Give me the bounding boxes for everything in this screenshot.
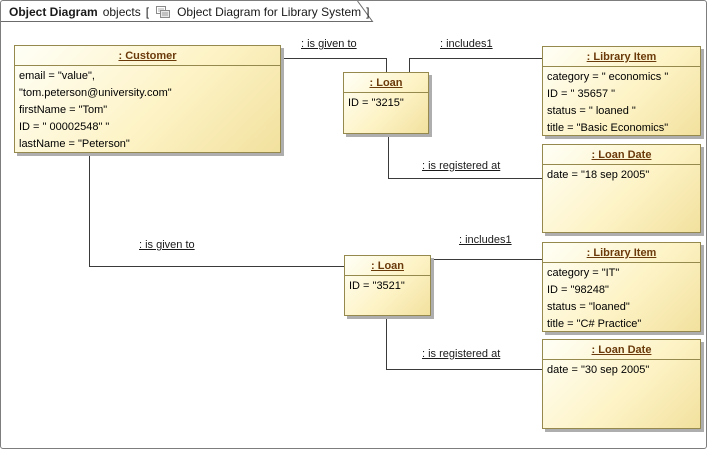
link-label-includes1-2[interactable]: : includes1 — [459, 234, 512, 246]
object-attributes: date = "30 sep 2005" — [543, 360, 700, 381]
object-box-loan-3521[interactable]: : Loan ID = "3521" — [344, 255, 431, 316]
diagram-title: Object Diagram for Library System — [177, 4, 362, 19]
link-label-is-registered-at-2[interactable]: : is registered at — [422, 348, 501, 360]
attribute-line: category = "IT" — [547, 267, 620, 279]
link-label-is-given-to-1[interactable]: : is given to — [301, 38, 357, 50]
attribute-line: ID = "98248" — [547, 284, 609, 296]
object-attributes: date = "18 sep 2005" — [543, 165, 700, 186]
object-attributes: category = " economics " ID = " 35657 " … — [543, 67, 700, 139]
link-line-includes1-1[interactable] — [409, 58, 543, 73]
diagram-icon — [156, 5, 171, 18]
attribute-line: ID = " 00002548" " — [19, 121, 110, 133]
object-box-loan-3215[interactable]: : Loan ID = "3215" — [343, 72, 429, 134]
attribute-line: status = " loaned " — [547, 105, 636, 117]
link-line-is-given-to-1[interactable] — [281, 58, 387, 73]
object-box-library-item-economics[interactable]: : Library Item category = " economics " … — [542, 46, 701, 136]
object-box-loan-date-30-sep[interactable]: : Loan Date date = "30 sep 2005" — [542, 339, 701, 429]
link-line-is-registered-at-2[interactable] — [386, 316, 543, 370]
attribute-line: date = "18 sep 2005" — [547, 169, 650, 181]
object-title: : Loan — [344, 73, 428, 93]
link-line-is-given-to-2[interactable] — [89, 153, 345, 267]
attribute-line: category = " economics " — [547, 71, 669, 83]
link-label-is-registered-at-1[interactable]: : is registered at — [422, 160, 501, 172]
object-box-loan-date-18-sep[interactable]: : Loan Date date = "18 sep 2005" — [542, 144, 701, 233]
object-title: : Library Item — [543, 47, 700, 67]
diagram-header-tab[interactable]: Object Diagram objects [ Object Diagram … — [9, 3, 369, 20]
bracket-close: ] — [366, 4, 370, 19]
link-line-is-registered-at-1[interactable] — [388, 134, 543, 179]
attribute-line: lastName = "Peterson" — [19, 138, 130, 150]
object-box-library-item-it[interactable]: : Library Item category = "IT" ID = "982… — [542, 242, 701, 332]
link-label-is-given-to-2[interactable]: : is given to — [139, 239, 195, 251]
diagram-type-label: Object Diagram — [9, 4, 98, 19]
attribute-line: ID = "3215" — [348, 97, 404, 109]
attribute-line: email = "value", — [19, 70, 95, 82]
bracket-open: [ — [145, 4, 150, 19]
object-attributes: category = "IT" ID = "98248" status = "l… — [543, 263, 700, 335]
header-tab-outline — [1, 1, 374, 22]
attribute-line: firstName = "Tom" — [19, 104, 108, 116]
object-attributes: ID = "3521" — [345, 276, 430, 297]
attribute-line: title = "C# Practice" — [547, 318, 642, 330]
attribute-line: status = "loaned" — [547, 301, 630, 313]
link-label-includes1-1[interactable]: : includes1 — [440, 38, 493, 50]
object-title: : Customer — [15, 46, 280, 66]
attribute-line: ID = " 35657 " — [547, 88, 616, 100]
object-title: : Loan Date — [543, 145, 700, 165]
diagram-context-label: objects — [102, 4, 141, 19]
object-attributes: ID = "3215" — [344, 93, 428, 114]
attribute-line: title = "Basic Economics" — [547, 122, 669, 134]
object-title: : Library Item — [543, 243, 700, 263]
object-attributes: email = "value", "tom.peterson@universit… — [15, 66, 280, 155]
attribute-line: ID = "3521" — [349, 280, 405, 292]
attribute-line: date = "30 sep 2005" — [547, 364, 650, 376]
object-title: : Loan Date — [543, 340, 700, 360]
attribute-line: "tom.peterson@university.com" — [19, 87, 172, 99]
object-title: : Loan — [345, 256, 430, 276]
object-box-customer[interactable]: : Customer email = "value", "tom.peterso… — [14, 45, 281, 153]
